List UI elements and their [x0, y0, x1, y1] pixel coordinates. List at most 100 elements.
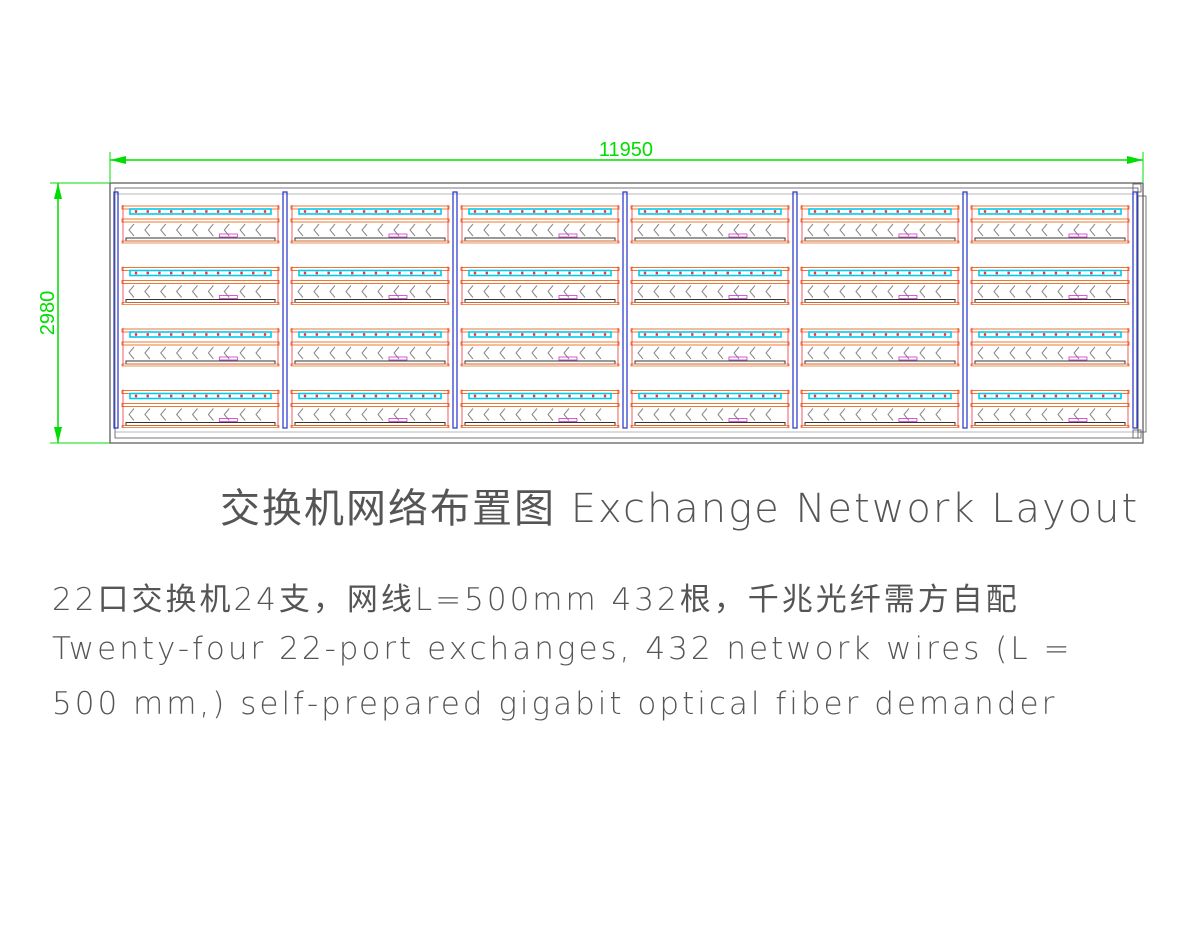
switch-bay	[121, 205, 280, 244]
switch-port	[303, 271, 307, 275]
switch-port	[327, 210, 330, 213]
network-cable	[1105, 408, 1112, 421]
network-cable	[483, 346, 490, 360]
network-cable	[977, 346, 984, 360]
switch-port	[303, 394, 307, 398]
switch-port	[643, 210, 647, 213]
switch-port	[750, 210, 753, 213]
network-cable	[467, 408, 474, 421]
switch-port	[837, 394, 840, 398]
switch-port	[825, 394, 829, 398]
switch-port	[398, 394, 401, 398]
switch-port	[158, 271, 161, 275]
switch-port	[691, 271, 694, 275]
shelf-beam	[800, 425, 960, 428]
switch-port	[896, 210, 899, 213]
switch-port	[556, 394, 559, 398]
network-cable	[160, 285, 167, 298]
network-cable	[313, 346, 320, 360]
switch-port	[1101, 271, 1105, 275]
switch-port	[193, 394, 196, 398]
switch-port	[1007, 394, 1010, 398]
switch-port	[1054, 394, 1058, 398]
switch-port	[263, 210, 267, 213]
network-cable	[1041, 285, 1048, 298]
switch-port	[861, 394, 864, 398]
switch-port	[643, 333, 647, 336]
network-cable	[515, 223, 522, 237]
switch-port	[667, 394, 670, 398]
network-cable	[977, 223, 984, 237]
switch-port	[761, 271, 765, 275]
switch-port	[603, 210, 607, 213]
network-cable	[701, 408, 708, 421]
switch-port	[263, 394, 267, 398]
network-cable	[409, 223, 416, 237]
cable-tray	[464, 422, 616, 426]
network-cable	[701, 285, 708, 298]
cable-tag	[218, 418, 238, 422]
switch-port	[603, 333, 607, 336]
network-cable	[345, 285, 352, 298]
cable-tray	[974, 422, 1126, 426]
network-switch	[978, 392, 1122, 400]
switch-port	[726, 333, 729, 336]
switch-port	[1066, 394, 1069, 398]
network-cable	[1041, 223, 1048, 237]
cable-tray	[125, 237, 276, 242]
switch-port	[920, 271, 923, 275]
switch-port	[228, 271, 232, 275]
network-cable	[144, 408, 151, 421]
switch-port	[362, 333, 366, 336]
switch-port	[591, 271, 595, 275]
shelf-beam	[460, 425, 620, 428]
cable-tray	[294, 360, 446, 365]
switch-port	[1019, 210, 1022, 213]
switch-port	[896, 394, 899, 398]
shelf-beam	[970, 240, 1130, 244]
switch-port	[643, 394, 647, 398]
shelf-beam	[121, 218, 280, 223]
switch-bay	[800, 266, 960, 305]
switch-bay	[970, 328, 1130, 367]
switch-bay	[970, 389, 1130, 428]
network-cable	[823, 223, 830, 237]
switch-port	[995, 271, 999, 275]
switch-port	[983, 210, 987, 213]
switch-port	[667, 271, 670, 275]
network-cable	[531, 408, 538, 421]
switch-port	[509, 271, 512, 275]
network-cable	[919, 285, 926, 298]
switch-port	[509, 333, 512, 336]
network-switch	[808, 269, 952, 277]
shelf-beam	[121, 403, 280, 407]
cable-tag	[728, 233, 748, 238]
shelf-beam	[630, 240, 790, 244]
switch-port	[813, 210, 817, 213]
network-cable	[425, 408, 432, 421]
switch-port	[861, 271, 864, 275]
network-cable	[345, 408, 352, 421]
switch-port	[750, 394, 753, 398]
switch-port	[205, 333, 208, 336]
switch-port	[485, 394, 489, 398]
switch-port	[263, 333, 267, 336]
switch-port	[813, 271, 817, 275]
cable-tray	[125, 360, 276, 365]
switch-port	[655, 271, 659, 275]
switch-port	[181, 394, 185, 398]
network-cable	[1057, 408, 1064, 421]
shelf-beam	[290, 403, 450, 407]
switch-port	[303, 333, 307, 336]
switch-port	[667, 333, 670, 336]
switch-port	[761, 210, 765, 213]
switch-port	[410, 210, 413, 213]
network-cable	[855, 285, 862, 298]
network-cable	[191, 285, 198, 298]
network-cable	[128, 346, 135, 360]
switch-port	[884, 394, 888, 398]
switch-port	[544, 271, 548, 275]
switch-port	[1054, 271, 1058, 275]
network-switch	[468, 331, 612, 338]
network-cable	[993, 223, 1000, 237]
